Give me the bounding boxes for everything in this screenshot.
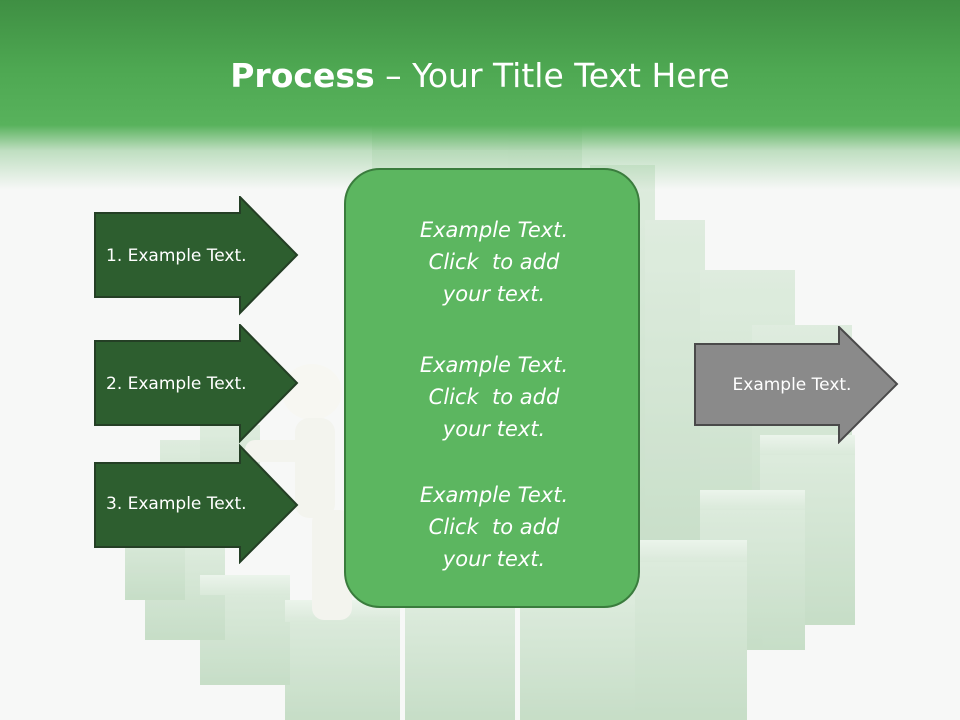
block-line: Example Text.: [419, 218, 569, 242]
arrow-right-icon: [94, 444, 299, 564]
center-block-2: Example Text. Click to add your text.: [346, 349, 642, 445]
title-bold: Process: [230, 56, 375, 95]
block-line: Click to add: [428, 250, 560, 274]
arrow-right-icon: [94, 196, 299, 316]
step-label-3: 3. Example Text.: [106, 494, 247, 514]
block-line: your text.: [442, 547, 546, 571]
result-arrow[interactable]: Example Text.: [694, 326, 900, 444]
arrow-right-icon: [94, 324, 299, 444]
slide-title[interactable]: Process – Your Title Text Here: [0, 52, 960, 100]
block-line: your text.: [442, 417, 546, 441]
center-block-1: Example Text. Click to add your text.: [346, 214, 642, 310]
header-band: [0, 0, 960, 190]
step-label-2: 2. Example Text.: [106, 374, 247, 394]
title-rest: – Your Title Text Here: [374, 56, 730, 95]
step-arrow-1[interactable]: 1. Example Text.: [94, 196, 299, 316]
block-line: Click to add: [428, 385, 560, 409]
step-arrow-2[interactable]: 2. Example Text.: [94, 324, 299, 444]
block-line: Example Text.: [419, 353, 569, 377]
center-text-box[interactable]: Example Text. Click to add your text. Ex…: [344, 168, 640, 608]
block-line: Example Text.: [419, 483, 569, 507]
step-arrow-3[interactable]: 3. Example Text.: [94, 444, 299, 564]
block-line: Click to add: [428, 515, 560, 539]
step-label-1: 1. Example Text.: [106, 246, 247, 266]
center-block-3: Example Text. Click to add your text.: [346, 479, 642, 575]
arrow-right-icon: [694, 326, 899, 444]
result-label: Example Text.: [732, 375, 852, 395]
block-line: your text.: [442, 282, 546, 306]
